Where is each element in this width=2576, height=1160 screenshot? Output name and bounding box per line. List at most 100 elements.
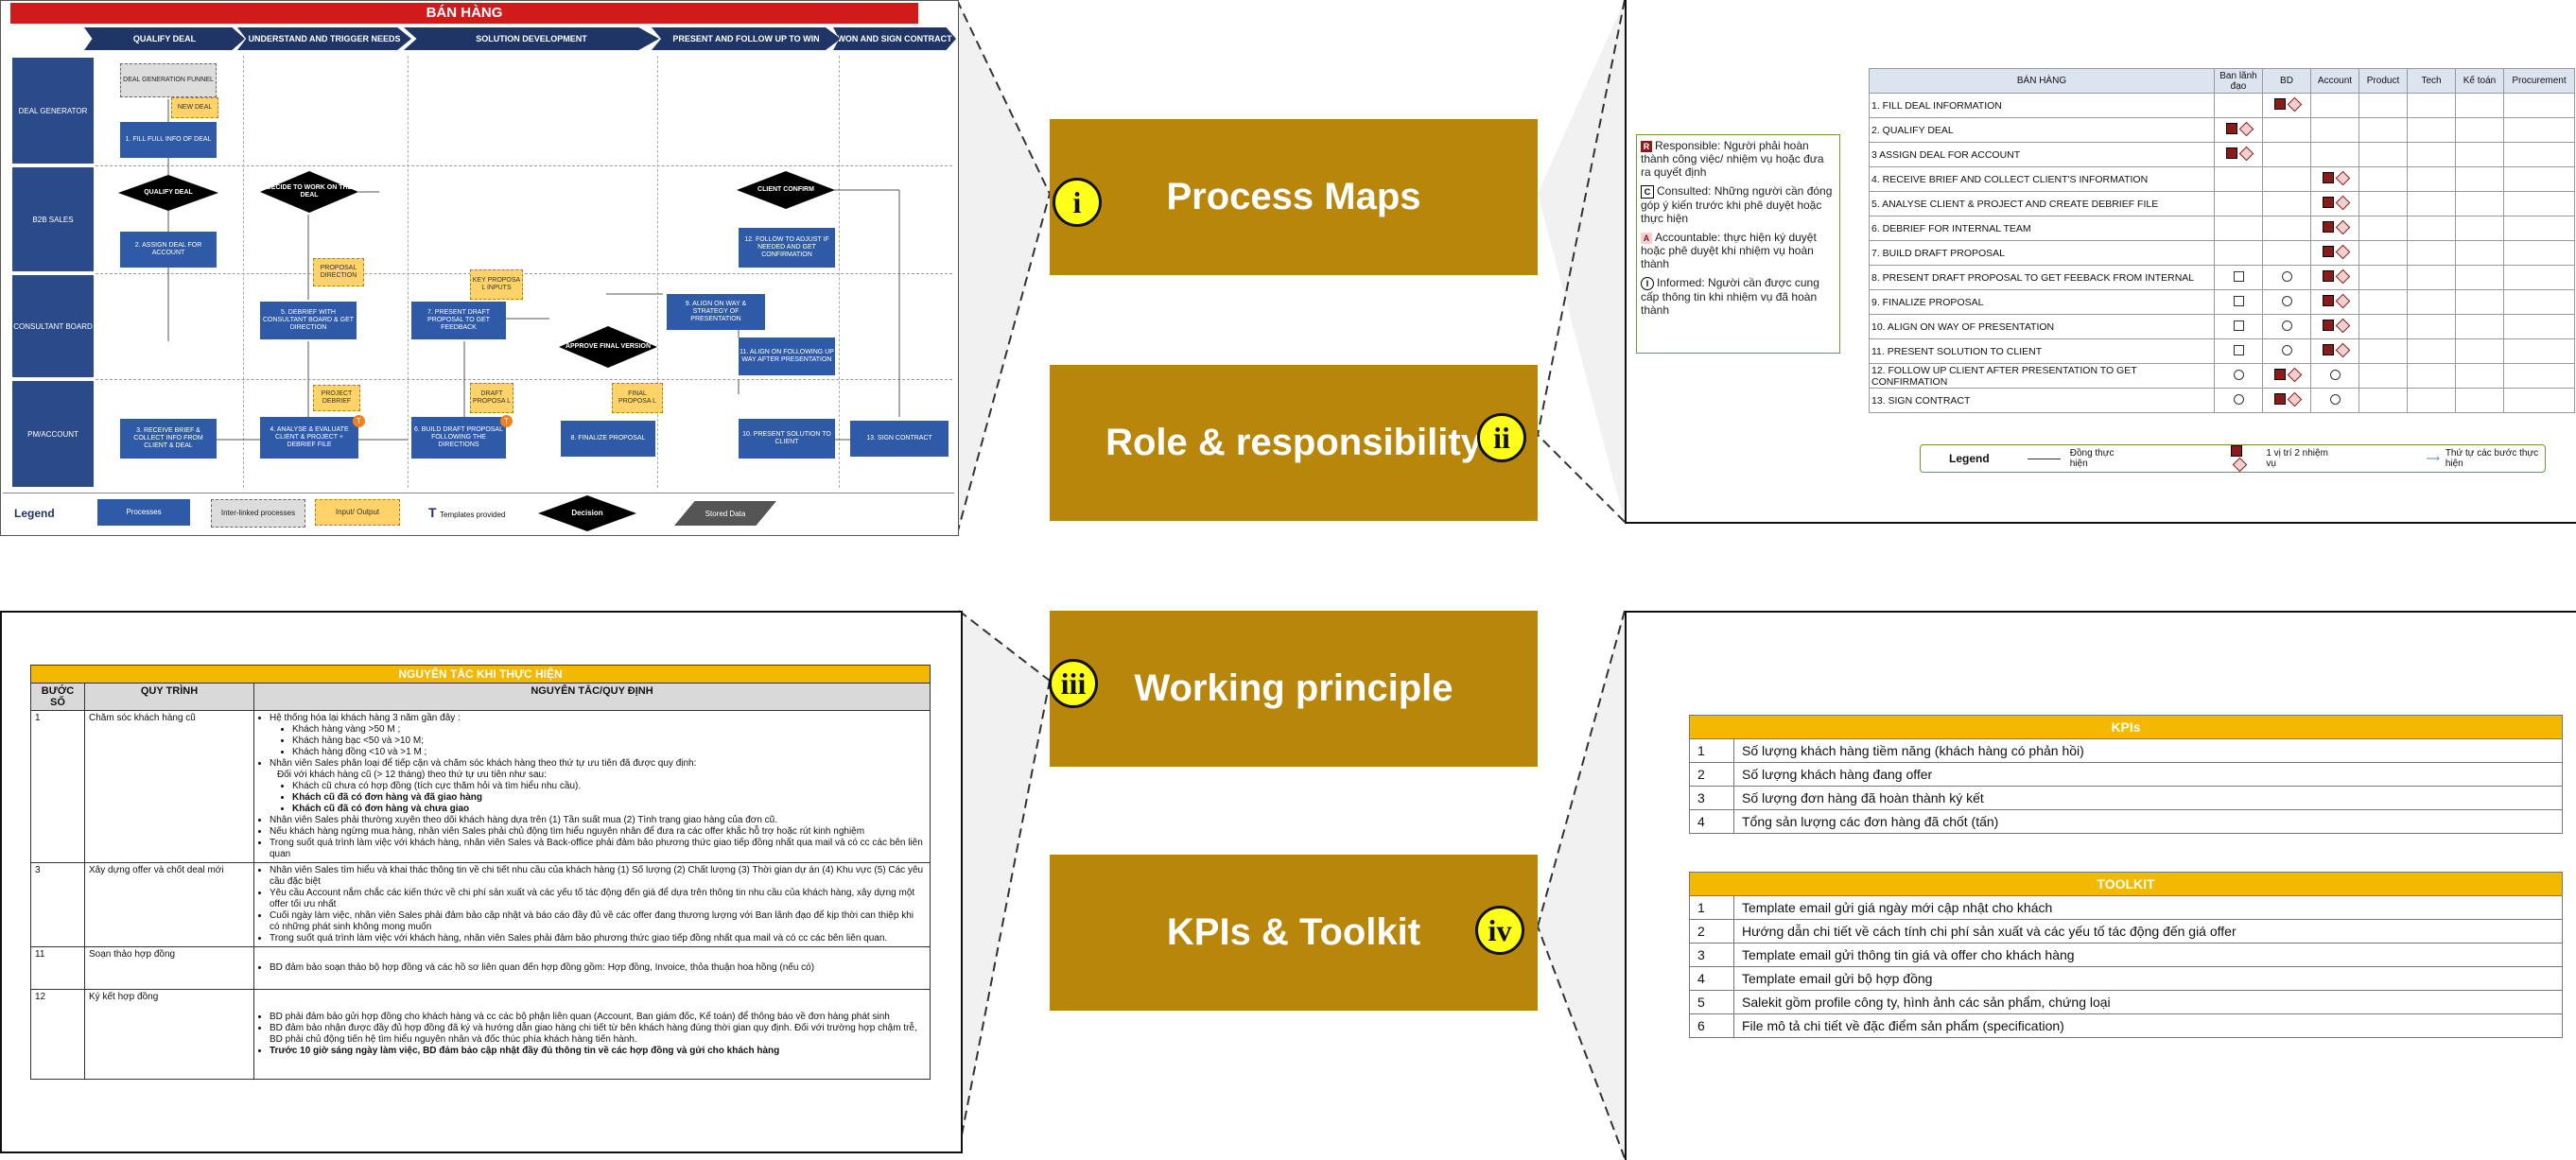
consulted-icon (2233, 295, 2244, 306)
raci-legend-item2: 1 vị trí 2 nhiệm vụ (2266, 448, 2328, 469)
final-proposal-note: FINAL PROPOSA L (612, 383, 663, 413)
label-working-principle-text: Working principle (1134, 667, 1453, 709)
working-principle-table: NGUYÊN TẮC KHI THỰC HIỆN BƯỚC SỐ QUY TRÌ… (30, 665, 931, 1080)
responsible-icon (2322, 270, 2334, 282)
numeral-badge-iii: iii (1049, 659, 1098, 708)
raci-header-col: BD (2262, 68, 2311, 94)
step-12-box: 12. FOLLOW TO ADJUST IF NEEDED AND GET C… (739, 228, 835, 268)
accountable-icon (2335, 268, 2350, 285)
phase-present: PRESENT AND FOLLOW UP TO WIN (652, 27, 841, 50)
phase-understand: UNDERSTAND AND TRIGGER NEEDS (237, 27, 411, 50)
phase-divider (243, 56, 244, 488)
wp-header-step: BƯỚC SỐ (30, 683, 85, 711)
table-row: 12 Ký kết hợp đồng BD phải đảm bảo gửi h… (30, 989, 931, 1080)
proposal-direction-note: PROPOSAL DIRECTION (313, 258, 364, 286)
deal-generation-funnel-box: DEAL GENERATION FUNNEL (120, 63, 217, 97)
informed-icon (2281, 295, 2292, 306)
label-process-maps-text: Process Maps (1166, 176, 1421, 217)
phase-divider (408, 56, 409, 488)
legend-interlinked: Inter-linked processes (211, 499, 305, 528)
swimlane-consultant-board: CONSULTANT BOARD (12, 275, 94, 377)
table-row: 6. DEBRIEF FOR INTERNAL TEAM (1869, 216, 2575, 241)
consulted-icon (2233, 270, 2244, 282)
responsible-icon (2322, 197, 2334, 208)
step-5-box: 5. DEBRIEF WITH CONSULTANT BOARD & GET D… (260, 302, 357, 339)
informed-icon (2233, 369, 2244, 380)
accountable-icon (2335, 342, 2350, 358)
label-kpis-toolkit-text: KPIs & Toolkit (1166, 911, 1421, 953)
informed-icon (2329, 369, 2341, 380)
informed-icon (2329, 393, 2341, 405)
phase-divider (839, 56, 840, 488)
raci-header-col: Ban lãnh đạo (2214, 68, 2263, 94)
raci-header-row: BÁN HÀNG Ban lãnh đạo BD Account Product… (1869, 68, 2575, 94)
accountable-icon (2335, 219, 2350, 235)
label-working-principle[interactable]: Working principle (1050, 611, 1538, 767)
arrow-right-icon: ⟶ (2426, 453, 2440, 464)
step-2-box: 2. ASSIGN DEAL FOR ACCOUNT (120, 232, 217, 268)
accountable-icon (2287, 96, 2302, 113)
step-13-box: 13. SIGN CONTRACT (850, 421, 949, 457)
raci-header-col: Account (2310, 68, 2359, 94)
draft-proposal-note: DRAFT PROPOSA L (470, 383, 513, 413)
accountable-icon (2335, 195, 2350, 211)
accountable-icon (2287, 391, 2302, 407)
table-row: 4. RECEIVE BRIEF AND COLLECT CLIENT'S IN… (1869, 166, 2575, 192)
new-deal-note: NEW DEAL (171, 97, 218, 118)
responsible-icon (2322, 172, 2334, 183)
table-row: 10. ALIGN ON WAY OF PRESENTATION (1869, 314, 2575, 339)
raci-table: BÁN HÀNG Ban lãnh đạo BD Account Product… (1869, 68, 2575, 413)
accountable-icon: A (1641, 233, 1652, 244)
responsible-icon: R (1641, 141, 1652, 152)
informed-icon: I (1641, 277, 1654, 290)
key-proposal-inputs-note: KEY PROPOSA L INPUTS (470, 269, 523, 300)
accountable-icon (2335, 318, 2350, 334)
responsible-icon (2230, 444, 2254, 473)
legend-title: Legend (14, 507, 55, 520)
template-marker: T (353, 415, 365, 427)
working-principle-title: NGUYÊN TẮC KHI THỰC HIỆN (30, 665, 931, 684)
step-11-box: 11. ALIGN ON FOLLOWING UP WAY AFTER PRES… (739, 338, 835, 375)
accountable-icon (2335, 293, 2350, 309)
process-map-legend: Legend Processes Inter-linked processes … (3, 493, 954, 533)
step-3-box: 3. RECEIVE BRIEF & COLLECT INFO FROM CLI… (120, 419, 217, 459)
informed-icon (2281, 320, 2292, 331)
raci-legend-title: Legend (1949, 452, 1990, 465)
label-kpis-toolkit[interactable]: KPIs & Toolkit (1050, 855, 1538, 1011)
phase-divider (657, 56, 658, 488)
raci-legend-item1: Đồng thực hiện (2069, 448, 2115, 469)
responsible-icon (2322, 246, 2334, 257)
raci-header-col: Kế toán (2455, 68, 2504, 94)
label-process-maps[interactable]: Process Maps (1050, 119, 1538, 275)
legend-decision: Decision (538, 495, 636, 531)
informed-icon (2233, 393, 2244, 405)
raci-legend-item3: Thứ tự các bước thực hiện (2445, 448, 2539, 469)
accountable-icon (2287, 367, 2302, 383)
raci-header-col: Tech (2407, 68, 2456, 94)
step-1-box: 1. FILL FULL INFO OF DEAL (120, 122, 217, 158)
responsible-icon (2322, 221, 2334, 233)
raci-header-col: Product (2358, 68, 2408, 94)
phase-qualify: QUALIFY DEAL (84, 27, 245, 50)
numeral-badge-iv: iv (1475, 906, 1524, 955)
responsible-icon (2273, 393, 2286, 405)
responsible-icon (2225, 123, 2237, 134)
responsible-icon (2322, 295, 2334, 306)
accountable-icon (2335, 244, 2350, 260)
label-role-responsibility[interactable]: Role & responsibility (1050, 365, 1538, 521)
informed-icon (2281, 270, 2292, 282)
lane-divider (96, 165, 952, 166)
lane-divider (96, 273, 952, 274)
raci-header-col: Procurement (2503, 68, 2575, 94)
toolkit-title: TOOLKIT (1689, 872, 2563, 896)
accountable-icon (2238, 121, 2254, 137)
project-debrief-note: PROJECT DEBRIEF (313, 385, 360, 411)
